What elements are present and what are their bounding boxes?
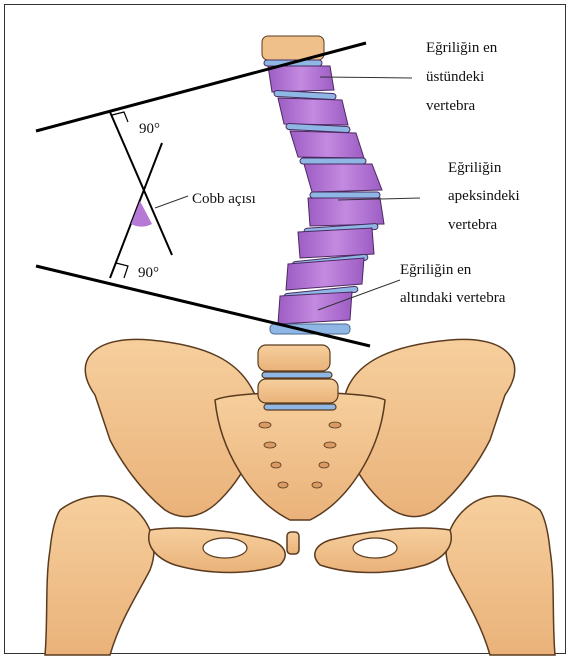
apex-vertebra-label-line3: vertebra (448, 217, 497, 233)
right-femur (446, 496, 555, 655)
left-femur (45, 496, 154, 655)
top-vertebra-label-line2: üstündeki (426, 69, 484, 85)
cobb-angle-label: Cobb açısı (192, 191, 256, 207)
apex-vertebra-label-line2: apeksindeki (448, 188, 520, 204)
upper-angle-label: 90° (139, 121, 160, 137)
top-vertebra-label-line3: vertebra (426, 98, 475, 114)
lumbar-vertebrae (258, 345, 338, 410)
scoliotic-spine (262, 36, 384, 334)
bottom-vertebra-label-line1: Eğriliğin en (400, 262, 472, 278)
apex-vertebra-label-line1: Eğriliğin (448, 160, 502, 176)
lower-angle-label: 90° (138, 265, 159, 281)
obturator-foramina (203, 538, 397, 558)
lower-right-angle-marker (116, 263, 128, 278)
bottom-vertebra-label-line2: altındaki vertebra (400, 290, 506, 306)
bottom-vertebra (278, 292, 352, 324)
top-vertebra-label-line1: Eğriliğin en (426, 40, 498, 56)
pubic-symphysis (287, 532, 299, 554)
top-vertebra (268, 66, 334, 92)
lower-perpendicular (110, 143, 162, 278)
apex-vertebra (304, 164, 382, 192)
sacrum (215, 393, 385, 521)
